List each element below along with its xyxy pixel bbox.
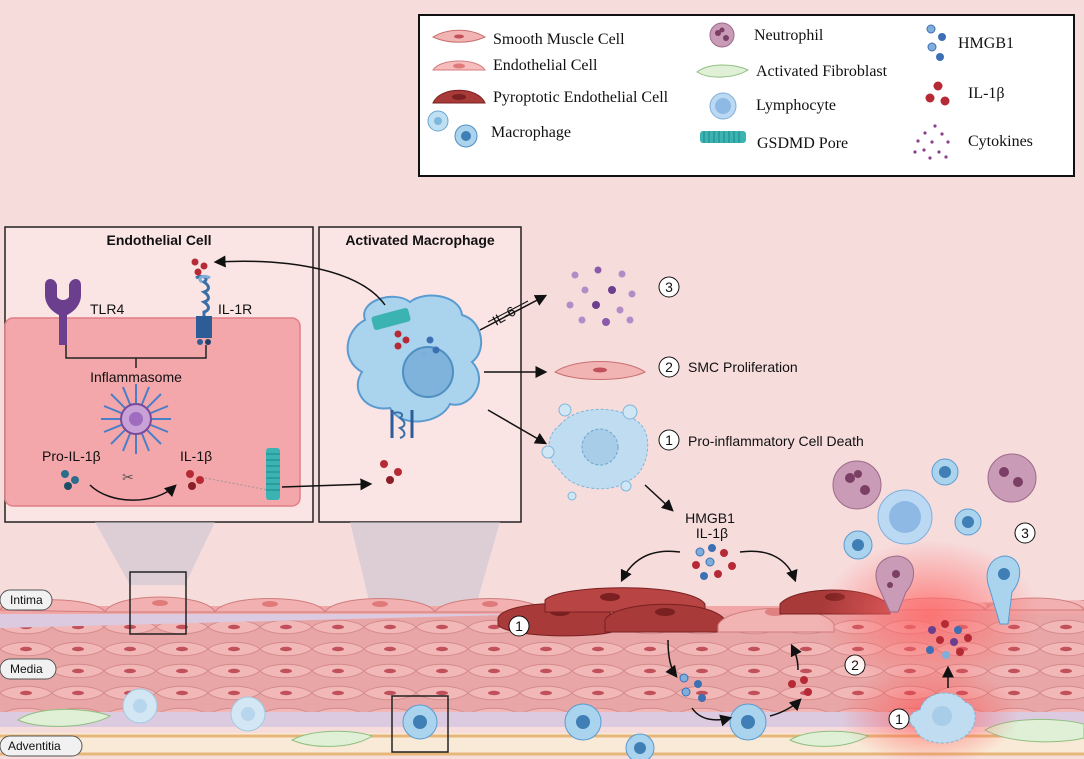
circulating-cells (832, 453, 1037, 560)
media-tag: Media (0, 658, 57, 680)
outcomes: IL-6 3 2 SMC Proliferation 1 Pro-inflamm… (479, 266, 864, 583)
smc-proliferation-label: SMC Proliferation (688, 359, 798, 375)
legend-lymphocyte: Lymphocyte (756, 97, 836, 114)
hmgb1-icon (926, 24, 946, 61)
il1b-icon (925, 81, 950, 106)
activated-fibroblast-icon (696, 64, 750, 78)
legend-hmgb1: HMGB1 (958, 35, 1014, 52)
neutrophil-icon (709, 22, 735, 48)
legend-endothelial-cell: Endothelial Cell (493, 57, 598, 74)
cytokines-icon (913, 124, 950, 160)
il1r-label: IL-1R (218, 301, 252, 317)
il1b-molecules-icon (788, 676, 812, 696)
outcome-2-badge: 2 (665, 359, 673, 375)
macrophage-icon (122, 688, 767, 759)
legend-activated-fibroblast: Activated Fibroblast (756, 63, 888, 80)
pro-il1b-molecules-icon (61, 470, 79, 490)
pro-il1b-label: Pro-IL-1β (42, 448, 101, 464)
inflammasome-icon (101, 384, 171, 454)
vessel-1-badge-left: 1 (515, 618, 523, 634)
legend-gsdmd-pore: GSDMD Pore (757, 135, 848, 152)
pyroptotic-cells (497, 587, 891, 637)
svg-text:Media: Media (10, 662, 43, 676)
dampa-cluster-icon (926, 620, 972, 659)
hmgb1-molecules-icon (679, 673, 706, 702)
gsdmd-pore-icon (700, 131, 746, 143)
il1b-molecules-icon (186, 470, 204, 490)
macrophage-transmigrating-icon (986, 555, 1021, 625)
il1b-label-endothelial: IL-1β (180, 448, 212, 464)
fibroblast-icon (16, 708, 112, 727)
intima-tag: Intima (0, 589, 53, 611)
tlr4-label: TLR4 (90, 301, 124, 317)
cell-death-label: Pro-inflammatory Cell Death (688, 433, 864, 449)
legend-pyroptotic-endothelial-cell: Pyroptotic Endothelial Cell (493, 89, 669, 106)
outcome-3-badge: 3 (665, 279, 673, 295)
endothelial-cell-panel: Endothelial Cell TLR4 IL-1R Inflammasome (4, 226, 314, 523)
neutrophil-transmigrating-icon (875, 555, 914, 613)
legend-neutrophil: Neutrophil (754, 27, 824, 44)
svg-text:Intima: Intima (10, 593, 43, 607)
endothelial-panel-title: Endothelial Cell (106, 232, 211, 248)
outcome-1-badge: 1 (665, 432, 673, 448)
macrophage-icon (427, 110, 478, 148)
fibroblast-icon (290, 730, 374, 747)
tlr4-receptor-icon (45, 279, 81, 345)
gsdmd-pore-membrane-icon (266, 448, 280, 500)
il1r-receptor-icon (191, 258, 212, 345)
activated-macrophage-panel: Activated Macrophage (213, 226, 522, 523)
legend-il1b: IL-1β (968, 85, 1005, 102)
hmgb1-label: HMGB1 (685, 510, 735, 526)
vessel-wall: Intima Media Adventitia (0, 453, 1084, 759)
legend: Smooth Muscle Cell Endothelial Cell Pyro… (418, 14, 1075, 177)
vessel-3-badge: 3 (1021, 525, 1029, 541)
legend-smooth-muscle-cell: Smooth Muscle Cell (493, 31, 625, 48)
legend-cytokines: Cytokines (968, 133, 1033, 150)
released-dampa-icon (692, 544, 736, 580)
vessel-1-badge-right: 1 (895, 711, 903, 727)
svg-text:Adventitia: Adventitia (8, 739, 61, 753)
dying-macrophage-icon (541, 403, 649, 501)
zoom-box-endothelial (129, 571, 187, 635)
scissors-icon: ✂ (122, 470, 134, 486)
cytokines-cluster-icon (566, 266, 636, 326)
pyroptotic-macrophage-icon (909, 692, 976, 744)
inflammation-glow (820, 540, 1040, 690)
legend-macrophage: Macrophage (491, 124, 571, 141)
macrophage-panel-title: Activated Macrophage (345, 232, 495, 248)
adventitia-tag: Adventitia (0, 735, 83, 757)
lymphocyte-icon (709, 92, 737, 120)
il1b-label-outcome: IL-1β (696, 525, 728, 541)
zoom-box-macrophage (391, 695, 449, 753)
inflammasome-label: Inflammasome (90, 369, 182, 385)
activated-macrophage-cell-icon (346, 294, 482, 484)
